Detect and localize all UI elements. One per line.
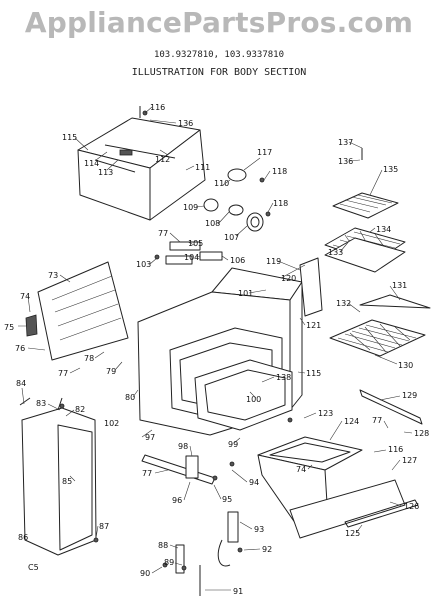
part-label-88: 88 (158, 541, 168, 550)
drawer-slide (344, 499, 419, 528)
part-label-111: 111 (195, 163, 210, 172)
part-label-134: 134 (376, 225, 391, 234)
site-watermark: AppliancePartsPros.com (24, 6, 414, 39)
part-label-85: 85 (62, 477, 72, 486)
part-label-82: 82 (75, 405, 85, 414)
part-label-84: 84 (16, 379, 26, 388)
part-label-115: 115 (62, 133, 77, 142)
part-label-128: 128 (414, 429, 429, 438)
storage-drawer (257, 389, 423, 539)
part-label-120: 120 (281, 274, 296, 283)
part-label-114: 114 (84, 159, 99, 168)
part-label-115-lower: 115 (306, 369, 321, 378)
part-label-76: 76 (15, 344, 25, 353)
top-body-part (77, 106, 206, 221)
part-label-74-lower: 74 (296, 465, 306, 474)
part-label-126: 126 (404, 502, 419, 511)
part-label-107: 107 (224, 233, 239, 242)
part-label-118-lower: 118 (273, 199, 288, 208)
part-label-117: 117 (257, 148, 272, 157)
part-label-119: 119 (266, 257, 281, 266)
part-label-112: 112 (155, 155, 170, 164)
door-panel (19, 397, 99, 556)
part-label-116: 116 (150, 103, 165, 112)
part-label-91: 91 (233, 587, 243, 596)
part-label-79: 79 (106, 367, 116, 376)
part-label-89: 89 (164, 558, 174, 567)
part-label-118-upper: 118 (272, 167, 287, 176)
left-side-panel (25, 261, 129, 361)
broiler-pan (324, 227, 406, 273)
part-label-121: 121 (306, 321, 321, 330)
diagram-caption: ILLUSTRATION FOR BODY SECTION (131, 67, 307, 78)
part-label-74: 74 (20, 292, 30, 301)
part-label-123: 123 (318, 409, 333, 418)
part-label-129: 129 (402, 391, 417, 400)
part-label-77-c: 77 (372, 416, 382, 425)
part-label-113: 113 (98, 168, 113, 177)
model-numbers: 103.9327810, 103.9337810 (153, 50, 285, 60)
part-label-135: 135 (383, 165, 398, 174)
part-label-95: 95 (222, 495, 232, 504)
burner-rings (203, 168, 264, 232)
part-label-75: 75 (4, 323, 14, 332)
part-label-138: 138 (276, 373, 291, 382)
part-label-96: 96 (172, 496, 182, 505)
part-label-73: 73 (48, 271, 58, 280)
part-label-98: 98 (178, 442, 188, 451)
part-label-106: 106 (230, 256, 245, 265)
part-label-127: 127 (402, 456, 417, 465)
part-label-137: 137 (338, 138, 353, 147)
part-label-130: 130 (398, 361, 413, 370)
part-label-131: 131 (392, 281, 407, 290)
part-label-108: 108 (205, 219, 220, 228)
part-label-92: 92 (262, 545, 272, 554)
oven-liner (194, 359, 293, 431)
part-label-132: 132 (336, 299, 351, 308)
small-brackets-upper (142, 110, 271, 265)
lower-brackets (141, 417, 293, 596)
oven-rack (329, 294, 431, 357)
part-label-90: 90 (140, 569, 150, 578)
part-label-136: 136 (178, 119, 193, 128)
broiler-pan-insert (332, 148, 399, 219)
part-label-100: 100 (246, 395, 261, 404)
part-label-86: 86 (18, 533, 28, 542)
part-label-77-a: 77 (158, 229, 168, 238)
part-label-102: 102 (104, 419, 119, 428)
part-label-83: 83 (36, 399, 46, 408)
part-label-105: 105 (188, 239, 203, 248)
part-label-93: 93 (254, 525, 264, 534)
part-label-116-lower: 116 (388, 445, 403, 454)
part-label-101: 101 (238, 289, 253, 298)
part-label-97: 97 (145, 433, 155, 442)
part-label-77-d: 77 (142, 469, 152, 478)
part-label-110: 110 (214, 179, 229, 188)
part-label-99: 99 (228, 440, 238, 449)
part-label-87: 87 (99, 522, 109, 531)
part-label-80: 80 (125, 393, 135, 402)
part-label-136-right: 136 (338, 157, 353, 166)
part-label-125: 125 (345, 529, 360, 538)
oven-outer-body (211, 257, 323, 411)
part-label-124: 124 (344, 417, 359, 426)
part-label-109: 109 (183, 203, 198, 212)
footer-code: C5 (28, 563, 39, 572)
part-label-104: 104 (184, 253, 199, 262)
part-label-78: 78 (84, 354, 94, 363)
part-label-133: 133 (328, 248, 343, 257)
part-label-77-b: 77 (58, 369, 68, 378)
part-label-94: 94 (249, 478, 259, 487)
part-label-103: 103 (136, 260, 151, 269)
